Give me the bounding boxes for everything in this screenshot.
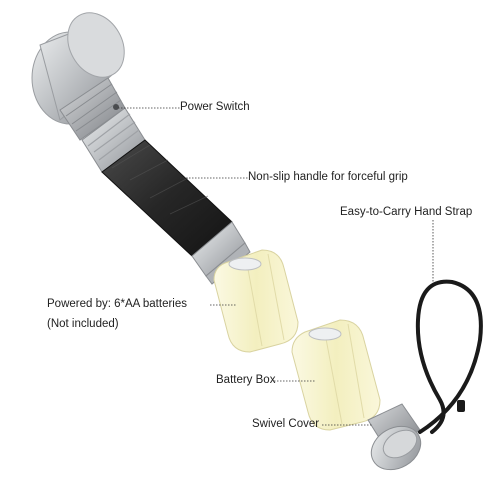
label-handle: Non-slip handle for forceful grip (248, 171, 408, 183)
label-swivel-cover: Swivel Cover (252, 418, 320, 430)
label-batteries-note: (Not included) (47, 318, 119, 330)
label-power-switch: Power Switch (180, 101, 250, 113)
label-batteries: Powered by: 6*AA batteries (47, 298, 187, 310)
swivel-cover-cap (367, 403, 422, 471)
power-switch-button (113, 104, 119, 110)
battery-pack-lower (291, 319, 381, 431)
label-battery-box: Battery Box (216, 374, 276, 386)
battery-pack-upper (213, 249, 299, 353)
hand-strap (415, 279, 483, 434)
label-strap: Easy-to-Carry Hand Strap (340, 206, 473, 218)
flashlight-head (31, 12, 125, 125)
